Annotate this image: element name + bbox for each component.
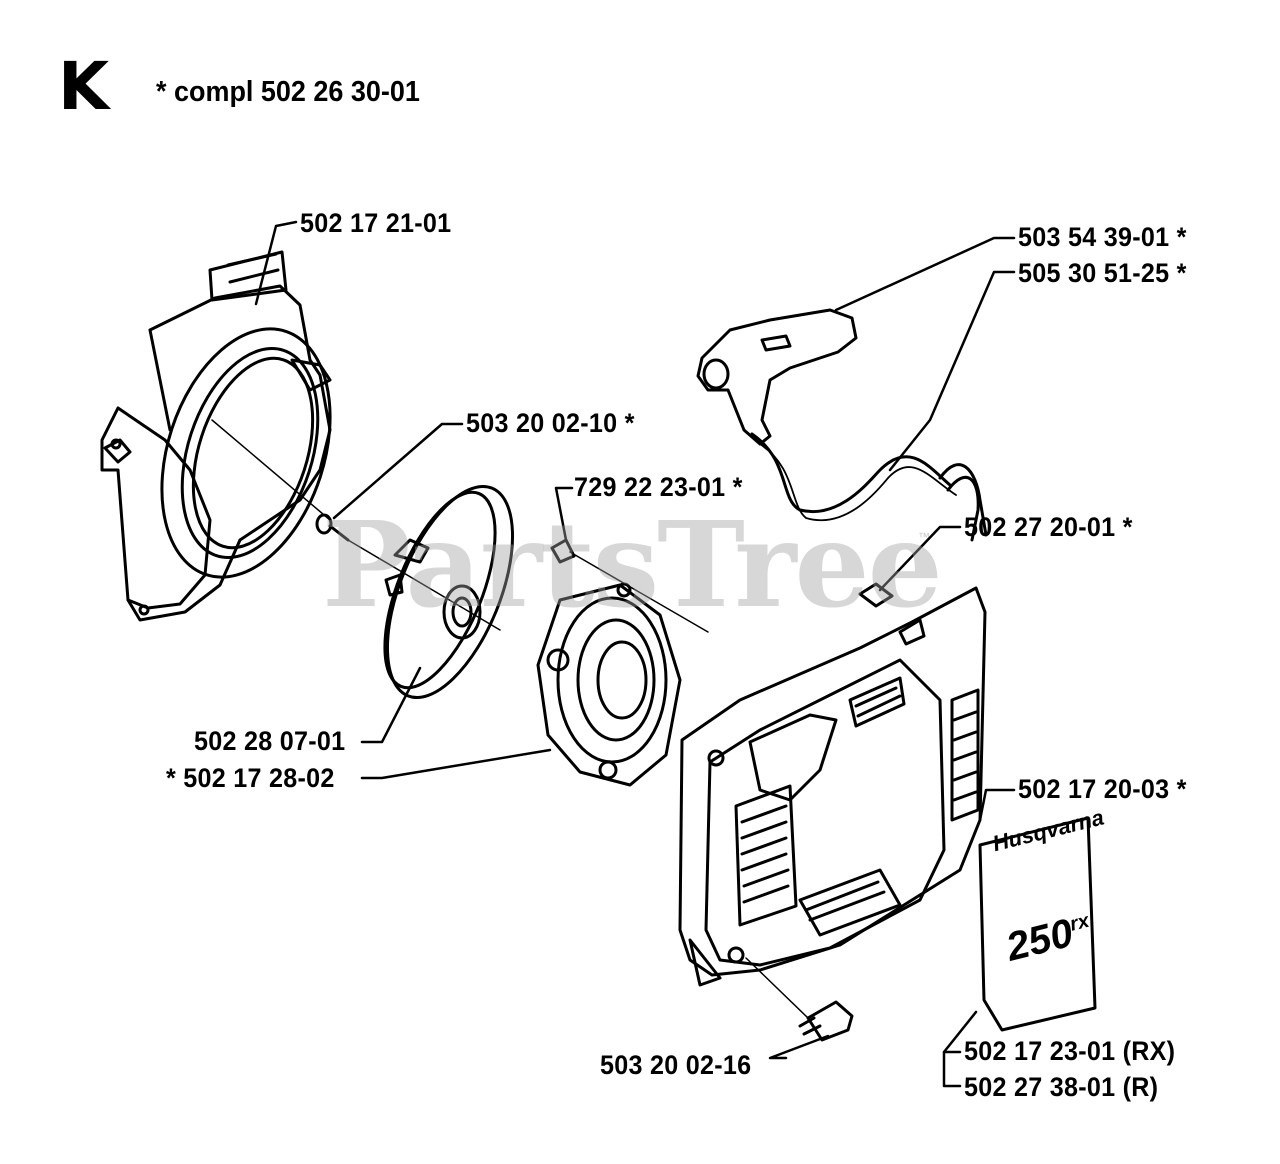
starter-cover-part [678, 586, 987, 987]
starter-handle-part [696, 308, 988, 542]
label-washer: 502 27 20-01 * [964, 512, 1133, 542]
label-spring-housing: * 502 17 28-02 [166, 763, 335, 793]
label-decal-r: 502 27 38-01 (R) [964, 1072, 1159, 1102]
leader-lines [254, 220, 1016, 1088]
label-pulley-screw: 503 20 02-10 * [466, 408, 635, 438]
label-starter-cord: 505 30 51-25 * [1018, 258, 1187, 288]
label-small-screw: 729 22 23-01 * [574, 472, 743, 502]
label-starter-handle: 503 54 39-01 * [1018, 222, 1187, 252]
label-pulley: 502 28 07-01 [194, 726, 346, 756]
trademark-symbol: ™ [918, 530, 930, 544]
label-starter-cover: 502 17 20-03 * [1018, 774, 1187, 804]
watermark-text: PartsTree [322, 495, 943, 634]
spring-housing-part [536, 582, 682, 787]
small-screw-part [550, 538, 709, 633]
label-cover-screw: 503 20 02-16 [600, 1050, 752, 1080]
cover-screw-part [745, 957, 854, 1042]
label-decal-rx: 502 17 23-01 (RX) [964, 1036, 1176, 1066]
pulley-part [383, 484, 515, 700]
label-fan-housing: 502 17 21-01 [300, 208, 452, 238]
complete-assembly-note: * compl 502 26 30-01 [156, 76, 420, 108]
decal-part [978, 816, 1097, 1032]
washer-part [858, 582, 894, 608]
section-letter: K [58, 48, 110, 125]
